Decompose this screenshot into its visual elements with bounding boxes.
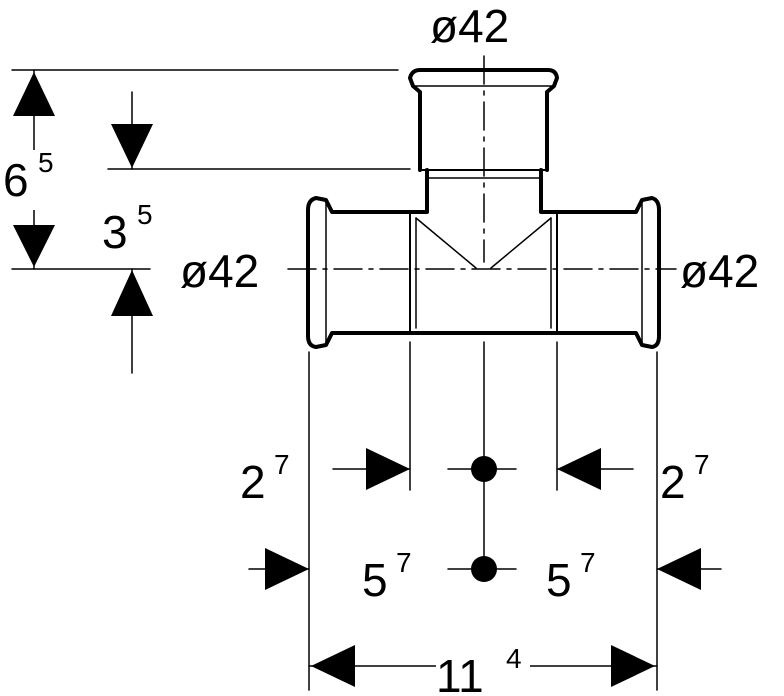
body-outline bbox=[408, 168, 559, 335]
overall-length-fraction: 4 bbox=[506, 643, 522, 674]
overall-height-value: 6 bbox=[3, 154, 29, 206]
arrow-down-icon bbox=[111, 124, 153, 168]
arrow-down-icon bbox=[13, 225, 55, 267]
branch-line-right bbox=[490, 217, 552, 269]
arrow-left-icon bbox=[557, 448, 601, 490]
branch-line-left bbox=[415, 217, 477, 269]
overall-height-fraction: 5 bbox=[38, 147, 54, 178]
arrow-right-icon bbox=[265, 548, 309, 590]
half-length-left-value: 5 bbox=[362, 554, 388, 606]
overall-length-value: 11 bbox=[436, 650, 484, 696]
center-dot-icon bbox=[471, 556, 497, 582]
arrow-left-icon bbox=[657, 548, 701, 590]
tee-fitting bbox=[306, 68, 661, 349]
left-socket-outline bbox=[306, 196, 412, 349]
left-diameter-label: ø42 bbox=[180, 245, 259, 297]
branch-offset-value: 3 bbox=[102, 206, 128, 258]
right-diameter-label: ø42 bbox=[680, 245, 759, 297]
half-length-right-fraction: 7 bbox=[580, 547, 596, 578]
socket-depth-right-value: 2 bbox=[660, 456, 686, 508]
arrow-up-icon bbox=[13, 72, 55, 116]
arrowheads bbox=[13, 72, 701, 687]
half-length-right-value: 5 bbox=[546, 554, 572, 606]
center-dot-icon bbox=[471, 456, 497, 482]
socket-depth-left-fraction: 7 bbox=[274, 449, 290, 480]
socket-depth-left-value: 2 bbox=[240, 456, 266, 508]
arrow-right-icon bbox=[366, 448, 410, 490]
centerlines bbox=[287, 55, 677, 270]
extension-lines bbox=[11, 69, 658, 691]
arrow-right-icon bbox=[611, 645, 655, 687]
half-length-left-fraction: 7 bbox=[396, 547, 412, 578]
branch-offset-fraction: 5 bbox=[137, 199, 153, 230]
socket-depth-right-fraction: 7 bbox=[694, 449, 710, 480]
arrow-left-icon bbox=[311, 645, 355, 687]
top-diameter-label: ø42 bbox=[430, 0, 509, 52]
right-socket-outline bbox=[555, 196, 661, 349]
arrow-up-icon bbox=[111, 270, 153, 316]
